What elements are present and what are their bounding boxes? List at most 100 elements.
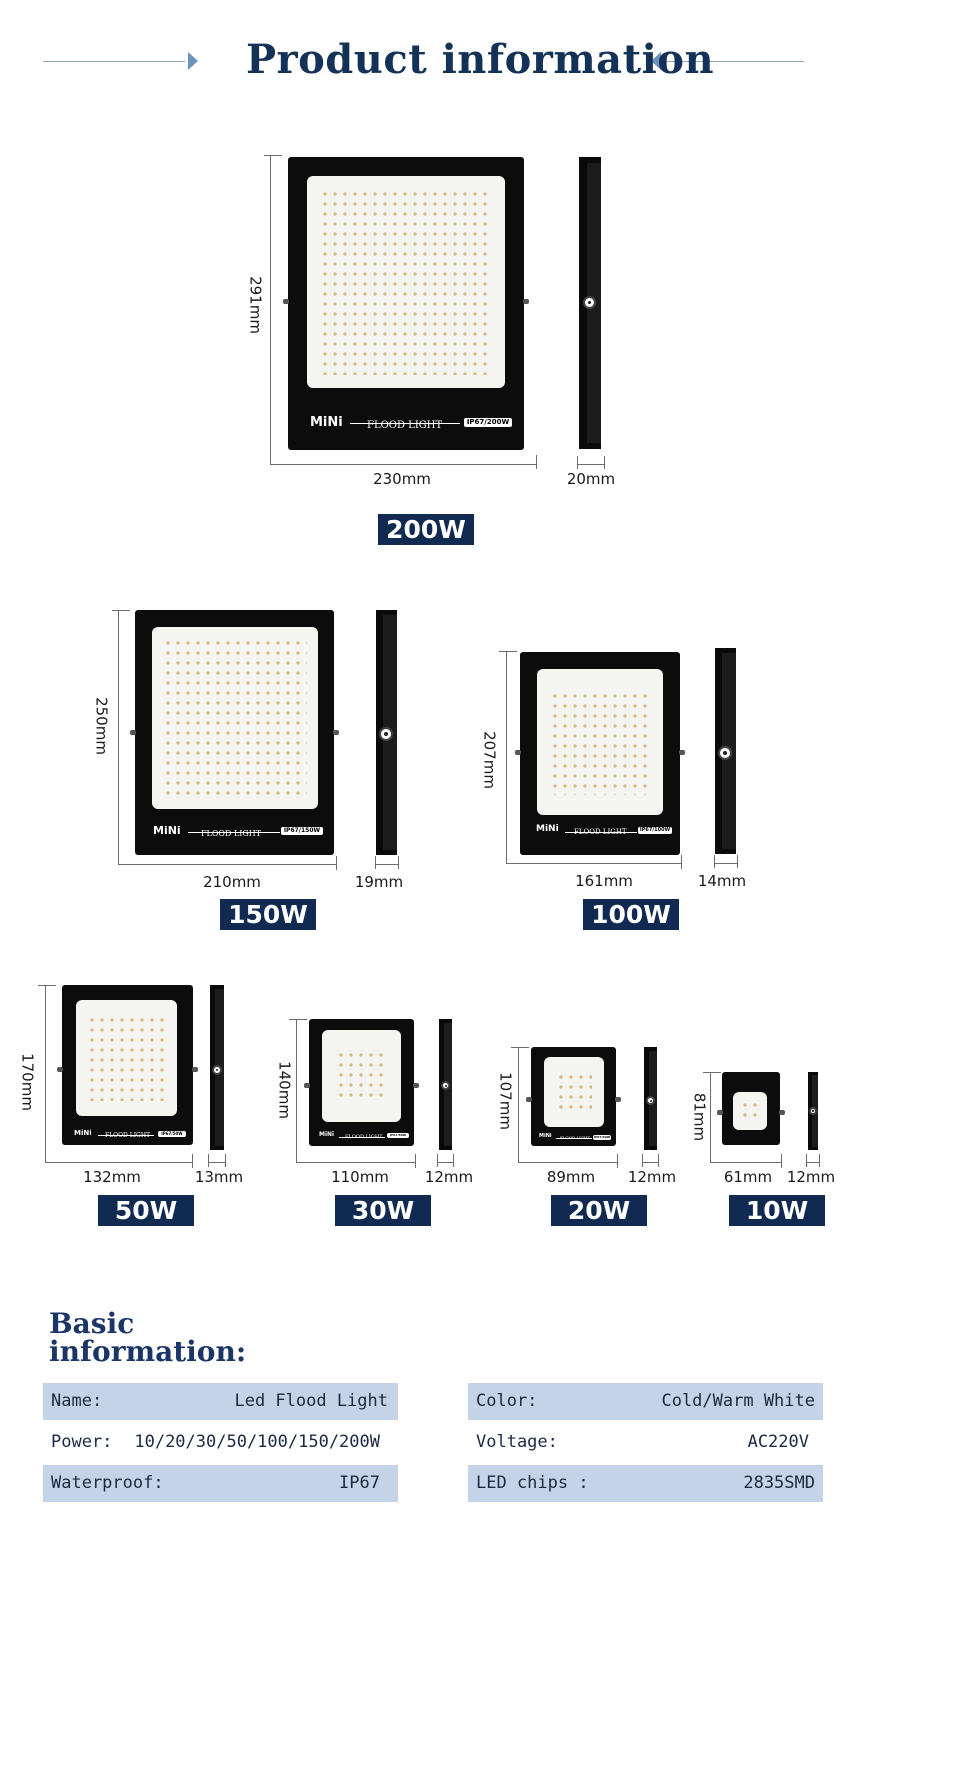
dim-line bbox=[296, 1019, 297, 1163]
basic-info-title-line2: information: bbox=[49, 1335, 247, 1368]
info-value: 2835SMD bbox=[743, 1473, 815, 1493]
dim-line bbox=[781, 1154, 782, 1168]
dim-line bbox=[819, 1154, 820, 1167]
brand-label: MiNi bbox=[153, 824, 181, 837]
product-side-50w bbox=[210, 985, 224, 1150]
mount-ear bbox=[717, 1110, 723, 1115]
dim-line bbox=[806, 1162, 820, 1163]
side-knob bbox=[646, 1096, 655, 1105]
floodlight-label: FLOOD LIGHT bbox=[367, 420, 443, 431]
width-label: 110mm bbox=[331, 1168, 389, 1186]
dim-line bbox=[710, 1072, 711, 1163]
dim-line bbox=[225, 1154, 226, 1167]
width-label: 230mm bbox=[373, 470, 431, 488]
dim-line bbox=[437, 1162, 454, 1163]
watt-label-30w: 30W bbox=[335, 1195, 431, 1226]
dim-line bbox=[506, 651, 507, 864]
width-label: 161mm bbox=[575, 872, 633, 890]
side-knob bbox=[583, 296, 596, 309]
brand-label: MiNi bbox=[319, 1131, 335, 1138]
dim-line bbox=[270, 464, 536, 465]
arrow-right-icon bbox=[188, 52, 198, 70]
brand-label: MiNi bbox=[539, 1133, 552, 1139]
dim-line bbox=[681, 855, 682, 869]
spec-badge: IP67/50W bbox=[158, 1131, 186, 1137]
depth-label: 12mm bbox=[627, 1168, 677, 1186]
product-side-20w bbox=[644, 1047, 657, 1150]
mount-ear bbox=[57, 1067, 63, 1072]
dim-line bbox=[499, 651, 517, 652]
info-key: LED chips : bbox=[476, 1473, 589, 1493]
product-side-10w bbox=[808, 1072, 818, 1150]
mount-ear bbox=[526, 1097, 532, 1102]
dim-line bbox=[112, 610, 130, 611]
dim-line bbox=[192, 1154, 193, 1168]
dim-line bbox=[45, 985, 46, 1163]
dim-line bbox=[270, 155, 271, 465]
mount-ear bbox=[523, 299, 529, 304]
watt-label-20w: 20W bbox=[551, 1195, 647, 1226]
product-front-100w: MiNi FLOOD LIGHT IP67/100W bbox=[515, 652, 685, 855]
brand-swoosh bbox=[350, 423, 460, 424]
info-key: Power: bbox=[51, 1432, 113, 1452]
dim-line bbox=[375, 856, 376, 869]
dim-line bbox=[714, 855, 715, 868]
brand-swoosh bbox=[98, 1135, 154, 1136]
product-side-100w bbox=[715, 648, 736, 854]
dim-line bbox=[415, 1154, 416, 1168]
product-front-50w: MiNi FLOOD LIGHT IP67/50W bbox=[57, 985, 198, 1145]
product-front-10w bbox=[717, 1072, 785, 1145]
brand-swoosh bbox=[188, 832, 280, 833]
floodlight-label: FLOOD LIGHT bbox=[574, 828, 627, 836]
info-value: IP67 bbox=[339, 1473, 380, 1493]
info-row-voltage: Voltage: AC220V bbox=[468, 1424, 823, 1461]
side-knob bbox=[212, 1065, 222, 1075]
depth-label: 12mm bbox=[786, 1168, 836, 1186]
width-label: 210mm bbox=[203, 873, 261, 891]
height-label: 170mm bbox=[18, 1053, 37, 1111]
dim-line bbox=[453, 1154, 454, 1167]
header-line-left bbox=[43, 61, 185, 62]
led-array bbox=[320, 189, 492, 375]
dim-line bbox=[289, 1019, 307, 1020]
dim-line bbox=[617, 1154, 618, 1168]
dim-line bbox=[536, 455, 537, 469]
info-row-name: Name: Led Flood Light bbox=[43, 1383, 398, 1420]
dim-line bbox=[264, 155, 282, 156]
dim-line bbox=[518, 1162, 618, 1163]
led-panel bbox=[76, 1000, 177, 1116]
height-label: 107mm bbox=[496, 1072, 515, 1130]
info-row-waterproof: Waterproof: IP67 bbox=[43, 1465, 398, 1502]
spec-badge: IP67/100W bbox=[638, 827, 672, 834]
width-label: 132mm bbox=[83, 1168, 141, 1186]
info-row-power: Power: 10/20/30/50/100/150/200W bbox=[43, 1424, 398, 1461]
product-front-200w: MiNi FLOOD LIGHT IP67/200W bbox=[283, 157, 529, 450]
dim-line bbox=[511, 1047, 529, 1048]
led-panel bbox=[307, 176, 505, 388]
mount-ear bbox=[304, 1083, 310, 1088]
spec-badge: IP67/150W bbox=[281, 827, 323, 835]
product-front-150w: MiNi FLOOD LIGHT IP67/150W bbox=[130, 610, 339, 855]
dim-line bbox=[118, 864, 337, 865]
led-array bbox=[163, 638, 307, 796]
depth-label: 20mm bbox=[566, 470, 616, 488]
mount-ear bbox=[333, 730, 339, 735]
led-panel bbox=[537, 669, 663, 815]
dim-line bbox=[506, 863, 682, 864]
dim-line bbox=[642, 1154, 643, 1167]
info-key: Voltage: bbox=[476, 1432, 558, 1452]
watt-label-50w: 50W bbox=[98, 1195, 194, 1226]
mount-ear bbox=[130, 730, 136, 735]
dim-line bbox=[710, 1162, 782, 1163]
mount-ear bbox=[679, 750, 685, 755]
watt-label-100w: 100W bbox=[583, 899, 679, 930]
brand-label: MiNi bbox=[310, 415, 343, 430]
dim-line bbox=[208, 1154, 209, 1167]
dim-line bbox=[577, 464, 605, 465]
side-knob bbox=[379, 727, 393, 741]
mount-ear bbox=[615, 1097, 621, 1102]
led-array bbox=[336, 1050, 386, 1100]
mount-ear bbox=[779, 1110, 785, 1115]
floodlight-label: FLOOD LIGHT bbox=[201, 829, 262, 838]
watt-label-10w: 10W bbox=[729, 1195, 825, 1226]
